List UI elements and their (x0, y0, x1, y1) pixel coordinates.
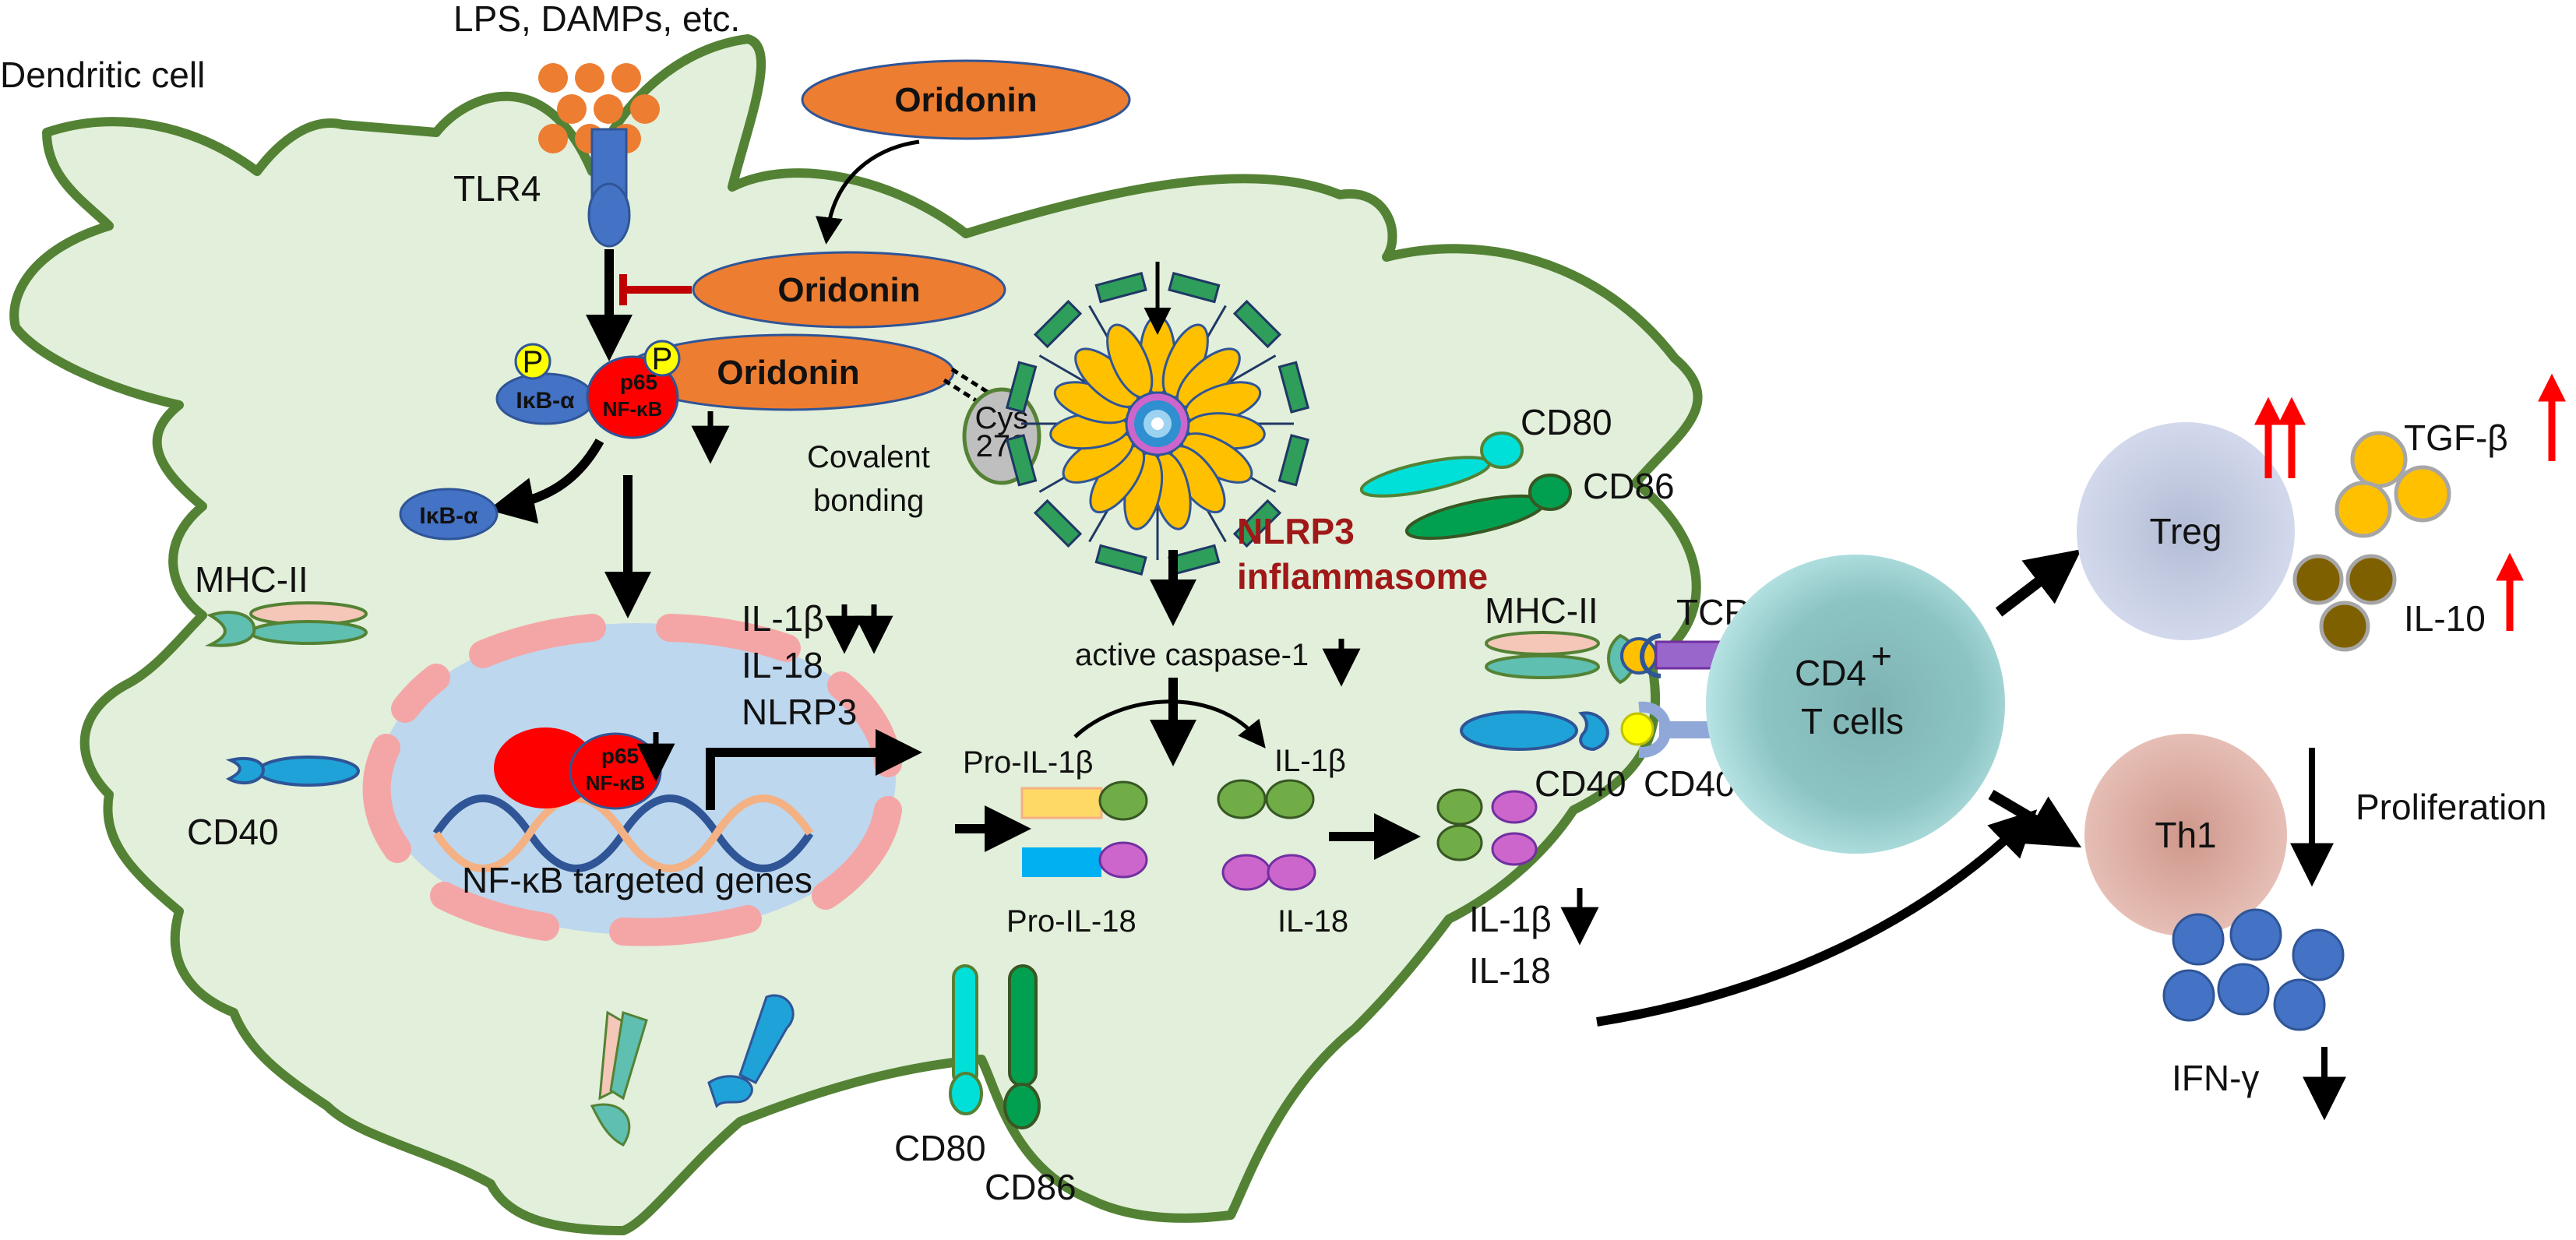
nuclear-envelope (362, 614, 902, 946)
svg-text:IκB-α: IκB-α (419, 503, 478, 529)
cell-title: Dendritic cell (0, 55, 205, 95)
ikb-nfkb-complex: IκB-α p65 NF-κB P P (495, 340, 681, 439)
pro-il1b-domain (1098, 780, 1148, 821)
cd86-bottom-label: CD86 (985, 1167, 1077, 1207)
svg-text:Treg: Treg (2150, 511, 2222, 551)
cd40-left (225, 756, 360, 787)
ifng-label: IFN-γ (2172, 1058, 2259, 1098)
pro-il18-label: Pro-IL-18 (1006, 904, 1136, 939)
inflammasome-outer-blocks (1005, 271, 1310, 576)
svg-text:P: P (523, 345, 544, 379)
cd80-right-label: CD80 (1521, 402, 1612, 442)
cd86-bottom (1003, 964, 1041, 1129)
secreted-il1b-label: IL-1β (1469, 899, 1552, 939)
cd80-bottom-label: CD80 (894, 1128, 986, 1168)
mhc2-right-label: MHC-II (1485, 590, 1598, 631)
tlr4-receptor (587, 128, 631, 248)
cd86-right (1404, 474, 1572, 541)
oridonin-nfkb: Oridonin (622, 333, 955, 411)
cd86-right-label: CD86 (1583, 466, 1675, 506)
oridonin-tlr4: Oridonin (692, 251, 1006, 329)
nlrp3-label-2: inflammasome (1237, 556, 1488, 597)
stimulus-label: LPS, DAMPs, etc. (453, 0, 740, 39)
cd4-to-th1-arrow (1988, 789, 2082, 848)
gene-il18: IL-18 (742, 645, 823, 685)
svg-text:Oridonin: Oridonin (777, 271, 920, 309)
tgfb-particles (2335, 431, 2451, 538)
nlrp3-inflammasome (1005, 271, 1310, 576)
dna-helix (432, 794, 814, 872)
ikb-free: IκB-α (399, 488, 499, 541)
oridonin-extracellular: Oridonin (801, 59, 1131, 140)
svg-text:CD4: CD4 (1795, 653, 1866, 693)
nfkb-nuclear: p65 NF-κB (494, 727, 662, 810)
cytokine-to-th1-arrow (1596, 809, 2038, 1027)
cd40-right-label: CD40 (1535, 763, 1626, 804)
secreted-il18-label: IL-18 (1469, 950, 1551, 991)
mature-il18-label: IL-18 (1277, 904, 1348, 939)
cd40-right (1460, 710, 1609, 752)
gene-il1b: IL-1β (742, 598, 824, 639)
mhc2-left-label: MHC-II (195, 559, 308, 600)
svg-text:T cells: T cells (1801, 701, 1904, 742)
pro-il1b-prodomain (1020, 787, 1103, 819)
svg-text:Oridonin: Oridonin (717, 354, 859, 392)
oridonin-entry-arrow (816, 139, 920, 245)
target-genes-label: NF-κB targeted genes (462, 860, 812, 900)
cd40-left-label: CD40 (187, 812, 279, 852)
svg-text:Oridonin: Oridonin (894, 81, 1037, 119)
cd4-t-cell: CD4 + T cells (1706, 555, 2005, 854)
pro-il1b-label: Pro-IL-1β (963, 745, 1094, 780)
ifng-particles (2162, 908, 2345, 1031)
svg-text:NF-κB: NF-κB (586, 771, 646, 794)
covalent-label-1: Covalent (807, 440, 930, 474)
cd4-to-treg-arrow (1995, 549, 2082, 617)
ikb-release-arrow (488, 439, 604, 524)
svg-text:p65: p65 (620, 370, 657, 394)
nlrp3-label-1: NLRP3 (1237, 511, 1355, 551)
svg-text:NF-κB: NF-κB (603, 397, 663, 421)
proliferation-label: Proliferation (2356, 787, 2546, 827)
il10-label: IL-10 (2404, 598, 2486, 639)
cd80-right (1359, 432, 1524, 498)
mhc2-left (204, 601, 368, 647)
il10-particles (2292, 554, 2397, 652)
caspase-label: active caspase-1 (1075, 638, 1309, 672)
svg-text:p65: p65 (601, 744, 639, 768)
cd80-bottom (949, 964, 983, 1115)
pro-il18-prodomain (1022, 847, 1101, 877)
gene-nlrp3: NLRP3 (742, 692, 857, 732)
pro-il18-domain (1098, 841, 1148, 879)
inflammasome-petals (1049, 315, 1266, 530)
svg-text:+: + (1871, 636, 1892, 676)
svg-text:IκB-α: IκB-α (516, 388, 575, 414)
tgfb-label: TGF-β (2404, 417, 2508, 458)
th1-cell: Th1 (2084, 734, 2287, 936)
covalent-label-2: bonding (813, 484, 924, 518)
tlr4-label: TLR4 (453, 168, 541, 209)
treg-cell: Treg (2077, 422, 2295, 640)
mature-il1b-label: IL-1β (1274, 744, 1346, 778)
transcription-arrow (706, 729, 922, 810)
cd40l-receptor (1620, 701, 1715, 758)
bottom-left-receptors (590, 994, 795, 1147)
svg-text:Th1: Th1 (2155, 815, 2216, 855)
svg-text:P: P (652, 342, 673, 376)
processing-arc-arrow (1073, 699, 1266, 749)
